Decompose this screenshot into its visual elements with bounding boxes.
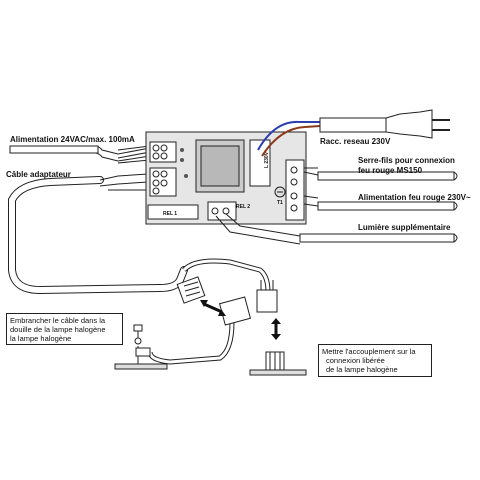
arrow-icon	[200, 300, 226, 316]
coupling-piece-2	[256, 280, 278, 313]
adapter-cable-label: Câble adaptateur	[6, 170, 71, 179]
halogen-lamp-right	[249, 351, 307, 376]
red-light-power-label: Alimentation feu rouge 230V~	[358, 193, 471, 202]
adapter-connector	[176, 276, 206, 304]
mains-label: Racc. reseau 230V	[320, 137, 391, 146]
coupling-piece	[218, 296, 252, 326]
halogen-lamp-left	[114, 324, 168, 370]
power-supply-cable	[9, 145, 151, 164]
power-supply-label: Alimentation 24VAC/max. 100mA	[10, 135, 135, 144]
coupling-line1: Mettre l'accouplement sur la	[322, 347, 416, 356]
adapter-cable	[7, 173, 188, 295]
plug-cable-line3: la lampe halogène	[10, 334, 72, 343]
plug-cable-line1: Embrancher le câble dans la	[10, 316, 106, 325]
relay-label: L 230V	[264, 151, 270, 168]
vertical-arrow-icon	[271, 318, 281, 340]
rel2-label: REL 2	[236, 204, 250, 210]
plug-cable-note: Embrancher le câble dans la douille de l…	[6, 313, 123, 345]
red-light-cable	[303, 195, 458, 211]
coupling-note: Mettre l'accouplement sur la connexion l…	[318, 344, 432, 377]
control-board	[145, 131, 307, 225]
coupling-line2: connexion libérée	[326, 356, 385, 365]
t1-label: T1	[277, 200, 283, 206]
rel1-label: REL 1	[163, 211, 177, 217]
wire-clamp-label: Serre-fils pour connexion feu rouge MS15…	[358, 156, 455, 176]
wire-clamp-line2: feu rouge MS150	[358, 166, 423, 175]
ms150-cable	[303, 167, 458, 181]
plug-cable-line2: douille de la lampe halogène	[10, 325, 106, 334]
coupling-line3: de la lampe halogène	[326, 365, 398, 374]
extra-light-label: Lumière supplémentaire	[358, 223, 451, 232]
halogen-cable	[147, 258, 271, 365]
wire-clamp-line1: Serre-fils pour connexion	[358, 156, 455, 165]
extra-light-cable	[215, 213, 458, 245]
mains-cable	[257, 109, 450, 157]
